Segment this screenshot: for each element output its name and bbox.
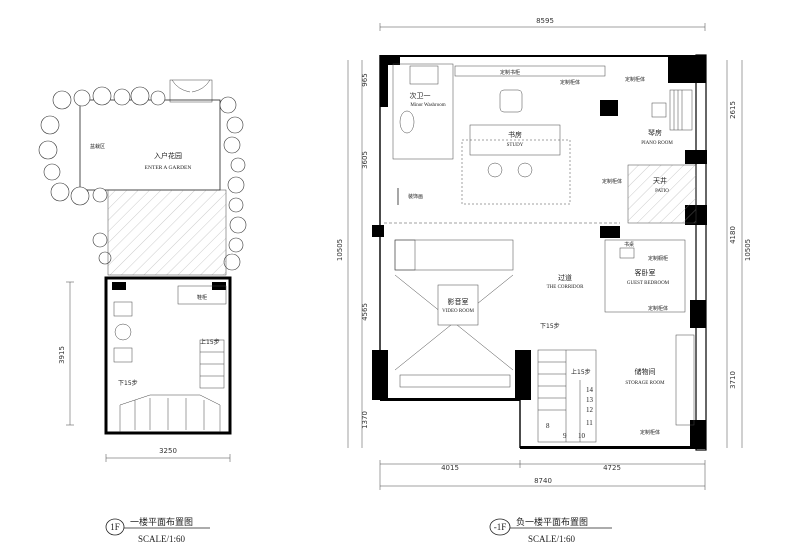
stairs-b1: 上15步 8 9 10 11 12 13 14 xyxy=(537,349,597,443)
shoe-cabinet xyxy=(177,285,227,305)
title-badge-1f xyxy=(105,518,125,536)
study-label-cn: 书房 xyxy=(508,130,522,139)
dim-left-3: 4565 xyxy=(361,303,369,321)
desk-label: 书桌 xyxy=(624,241,634,248)
study-chair xyxy=(499,89,523,113)
video-label-en: VIDEO ROOM xyxy=(442,309,474,314)
tv-cabinet xyxy=(399,374,511,388)
up-steps-label: 上15步 xyxy=(200,338,220,346)
stair-number: 9 xyxy=(563,432,567,440)
cabinet-label-3: 定制柜体 xyxy=(602,178,622,185)
patio-label-en: PATIO xyxy=(655,189,669,194)
guest-bedroom: 书桌 定制橱柜 客卧室 GUEST BEDROOM 定制柜体 xyxy=(604,239,686,313)
sofa xyxy=(394,239,514,271)
storage-label-cn: 储物间 xyxy=(635,367,656,376)
dim-bottom-right: 4725 xyxy=(603,464,621,472)
plan-b1: 8595 次卫一 Minor xyxy=(336,17,752,544)
dim-left-total: 10505 xyxy=(336,239,344,261)
guest-label-en: GUEST BEDROOM xyxy=(627,281,670,286)
dim-right-total: 10505 xyxy=(744,239,752,261)
dim-1f-height: 3915 xyxy=(58,346,66,364)
b1-down-steps-label: 下15步 xyxy=(540,322,560,330)
plan-1f: 盆栽区 入户花园 ENTER A GARDEN 鞋柜 上15步 下15步 xyxy=(38,79,247,544)
dim-left-2: 3605 xyxy=(361,151,369,169)
piano-label-en: PIANO ROOM xyxy=(641,141,673,146)
deck-hatch xyxy=(107,189,227,276)
bookshelf-label: 定制书柜 xyxy=(500,69,520,76)
stair-number: 10 xyxy=(578,432,586,440)
dim-1f-width: 3250 xyxy=(159,447,177,455)
dim-right-2: 4180 xyxy=(729,226,737,244)
desk xyxy=(619,247,635,259)
down-steps-label: 下15步 xyxy=(118,379,138,387)
garden-label-en: ENTER A GARDEN xyxy=(145,165,192,171)
study-rug xyxy=(461,139,571,205)
dim-bottom-left: 4015 xyxy=(441,464,459,472)
dim-left-4: 1370 xyxy=(361,411,369,429)
title-block-b1: -1F 负一楼平面布置图 SCALE/1:60 xyxy=(489,516,612,544)
wardrobe-label: 定制橱柜 xyxy=(648,255,668,262)
plan-title-1f: 一楼平面布置图 xyxy=(130,516,193,528)
stair-number: 13 xyxy=(586,396,594,404)
stair-number: 8 xyxy=(546,422,550,430)
plan-scale-b1: SCALE/1:60 xyxy=(528,534,576,544)
shrub-icons xyxy=(38,86,247,271)
house-1f: 鞋柜 上15步 下15步 xyxy=(104,276,232,435)
washroom-label-en: Minor Washroom xyxy=(410,103,445,108)
cabinet-label-2: 定制柜体 xyxy=(625,76,645,83)
guest-label-cn: 客卧室 xyxy=(635,268,656,277)
title-block-1f: 1F 一楼平面布置图 SCALE/1:60 xyxy=(105,516,210,544)
corridor-label-cn: 过道 xyxy=(558,273,572,282)
b1-up-steps-label: 上15步 xyxy=(571,368,591,376)
piano-label-cn: 琴房 xyxy=(648,128,662,137)
storage-label-en: STORAGE ROOM xyxy=(625,381,665,386)
walls-b1 xyxy=(372,54,707,451)
washroom-label-cn: 次卫一 xyxy=(410,91,431,100)
minor-washroom: 次卫一 Minor Washroom xyxy=(392,63,454,160)
video-room: 影音室 VIDEO ROOM xyxy=(394,239,514,388)
cabinet-label-1: 定制柜体 xyxy=(560,79,580,86)
plan-title-b1: 负一楼平面布置图 xyxy=(516,516,588,528)
title-badge-b1 xyxy=(489,518,511,536)
garden-label-cn: 入户花园 xyxy=(154,151,182,160)
entrance-gate xyxy=(169,79,213,103)
piano-room: 琴房 PIANO ROOM 定制柜体 xyxy=(625,76,693,146)
plan-scale-1f: SCALE/1:60 xyxy=(138,534,186,544)
dim-right-3: 3710 xyxy=(729,371,737,389)
badge-b1: -1F xyxy=(494,522,507,532)
dim-left-1: 965 xyxy=(361,73,369,86)
dim-right-1: 2615 xyxy=(729,101,737,119)
corridor-label-en: THE CORRIDOR xyxy=(547,285,584,290)
patio: 天井 PATIO 定制柜体 xyxy=(602,164,697,224)
bookshelf xyxy=(454,65,606,77)
stair-number: 12 xyxy=(586,406,594,414)
cabinet-label-4: 定制柜体 xyxy=(648,305,668,312)
garden-note: 盆栽区 xyxy=(90,143,105,150)
shoe-cabinet-label: 鞋柜 xyxy=(197,294,207,301)
cabinet-label-5: 定制柜体 xyxy=(640,429,660,436)
badge-1f: 1F xyxy=(110,522,120,532)
study-label-en: STUDY xyxy=(507,143,524,148)
storage-room: 储物间 STORAGE ROOM 定制柜体 xyxy=(625,334,695,436)
piano xyxy=(669,89,693,131)
patio-label-cn: 天井 xyxy=(653,176,667,185)
dim-top: 8595 xyxy=(536,17,554,25)
dim-bottom-total: 8740 xyxy=(534,477,552,485)
video-label-cn: 影音室 xyxy=(448,297,469,306)
wall-deco-label: 装饰画 xyxy=(408,193,423,200)
stair-number: 11 xyxy=(586,419,593,427)
study-room: 定制书柜 定制柜体 书房 STUDY 装饰画 xyxy=(397,65,606,205)
stair-number: 14 xyxy=(586,386,594,394)
